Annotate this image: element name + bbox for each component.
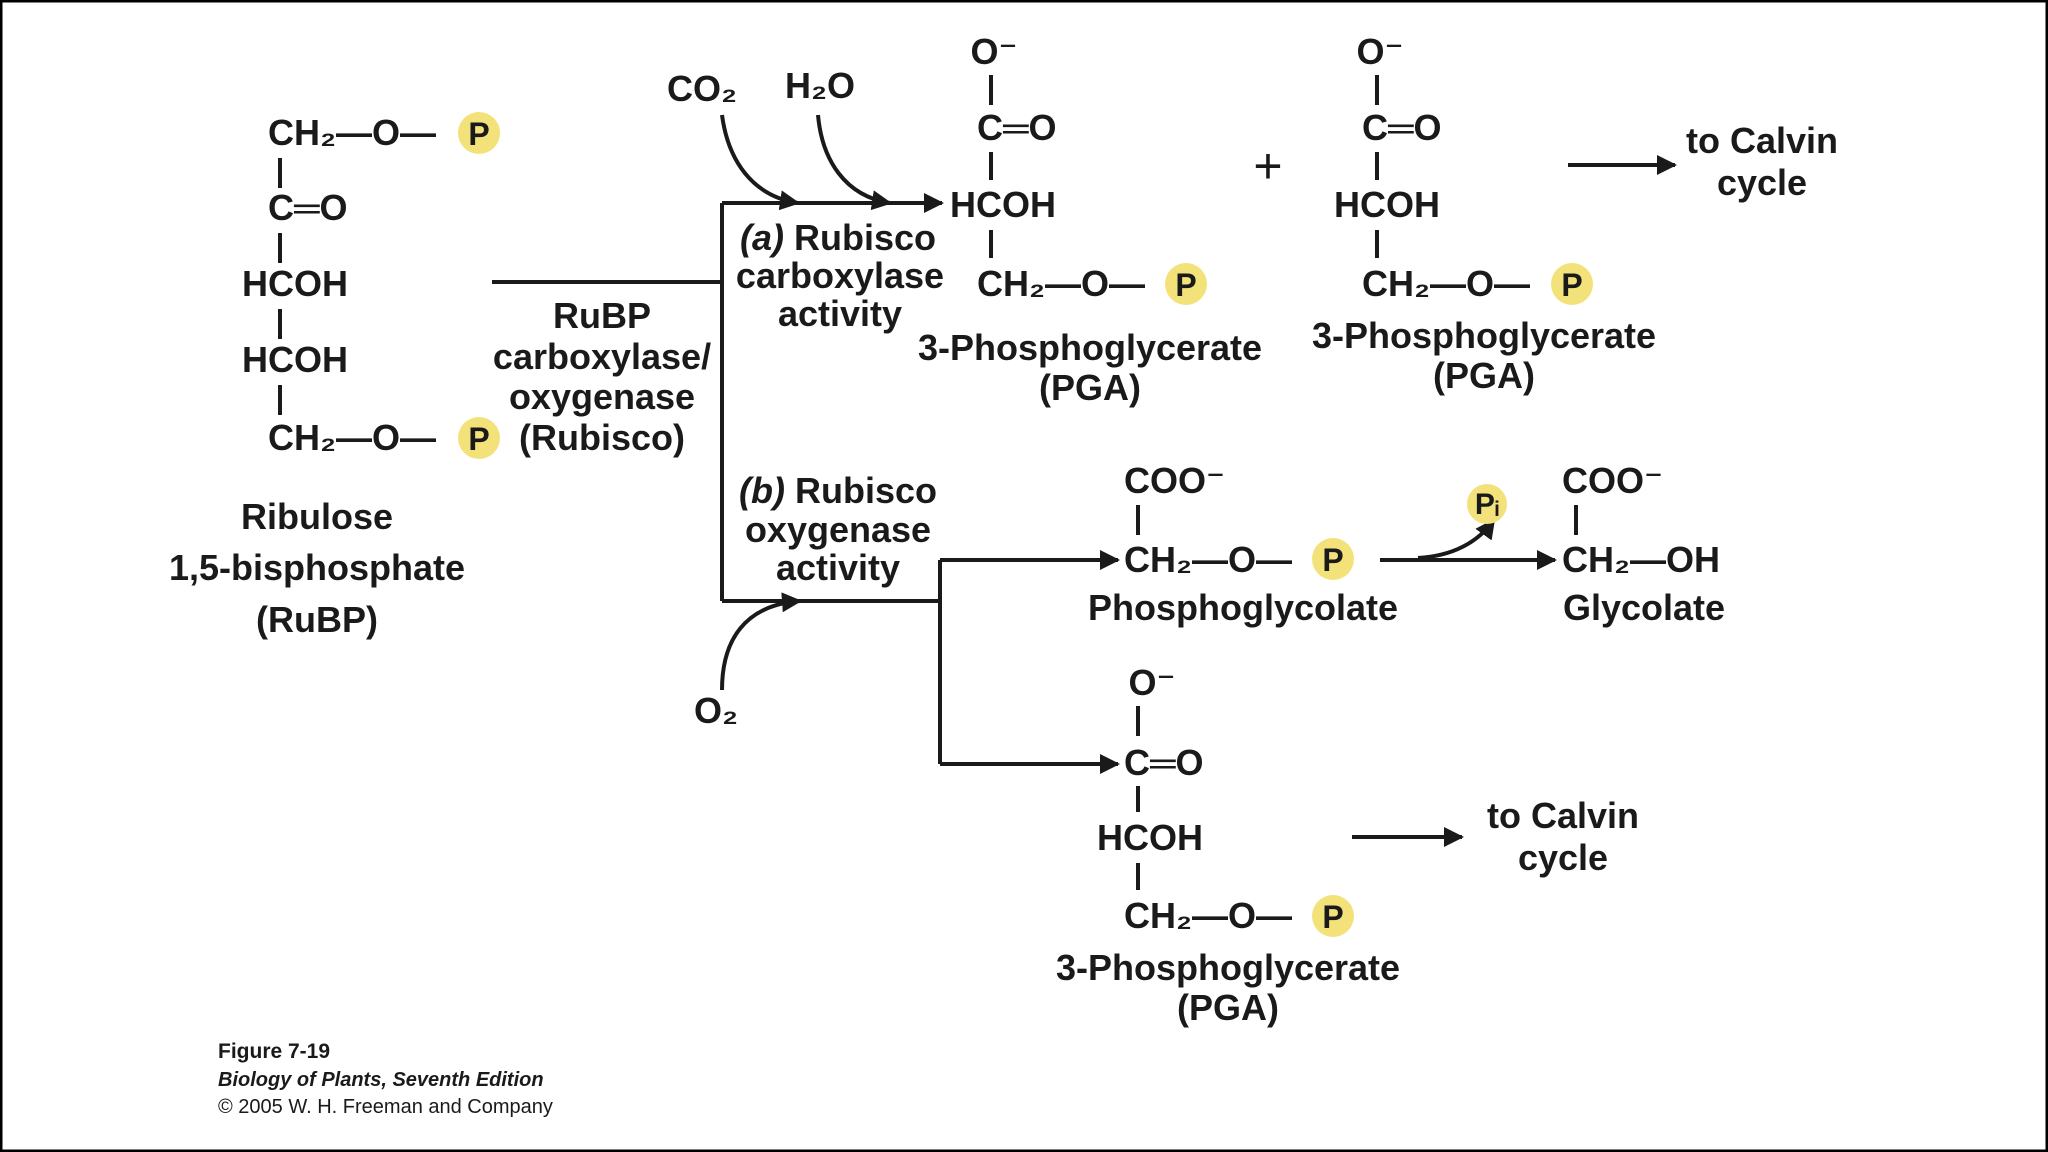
pga-carbonyl: C═O (1362, 107, 1442, 148)
svg-text:P: P (1561, 267, 1582, 303)
pga-ch2o: CH₂—O— (1124, 895, 1292, 936)
to-calvin-1-line-1: to Calvin (1686, 120, 1838, 161)
rubp-line-2: C═O (268, 187, 348, 228)
phosphate-icon: P (1312, 895, 1354, 937)
pga-abbr-1: (PGA) (1039, 367, 1141, 408)
phosphate-icon: P (1312, 538, 1354, 580)
pi-release-arrow (1417, 518, 1496, 560)
path-a-line-2: carboxylase (736, 255, 944, 296)
svg-text:P: P (1322, 542, 1343, 578)
pi-label: Pᵢ (1475, 488, 1499, 521)
pga-name-3: 3-Phosphoglycerate (1056, 947, 1400, 988)
rubp-line-1: CH₂—O— (268, 112, 436, 153)
h2o-arrow (816, 114, 892, 211)
rubp-name-line-3: (RuBP) (256, 599, 378, 640)
phosphoglycolate-name: Phosphoglycolate (1088, 587, 1398, 628)
glycolate-name: Glycolate (1563, 587, 1725, 628)
book-title: Biology of Plants, Seventh Edition (218, 1069, 544, 1091)
pgly-ch2o: CH₂—O— (1124, 539, 1292, 580)
pga-carbonyl: C═O (977, 107, 1057, 148)
glycolate-ch2oh: CH₂—OH (1562, 539, 1720, 580)
phosphate-icon: P (458, 417, 500, 459)
pga-ch2o: CH₂—O— (1362, 263, 1530, 304)
pga-abbr-2: (PGA) (1433, 355, 1535, 396)
rubp-structure: CH₂—O— P C═O HCOH HCOH CH₂—O— P (242, 112, 500, 459)
pga-carbonyl: C═O (1124, 742, 1204, 783)
pga-structure-2: O⁻ C═O HCOH CH₂—O— P (1334, 31, 1593, 305)
svg-text:P: P (468, 421, 489, 457)
copyright-line: © 2005 W. H. Freeman and Company (218, 1096, 553, 1118)
o2-label: O₂ (694, 690, 738, 731)
to-calvin-2-line-2: cycle (1518, 837, 1608, 878)
path-a-line-1: (a) Rubisco (740, 217, 936, 258)
plus-sign: + (1253, 138, 1282, 194)
glycolate-coo: COO⁻ (1562, 460, 1663, 501)
co2-label: CO₂ (667, 68, 737, 109)
pga-hcoh: HCOH (1334, 184, 1440, 225)
pga-name-1: 3-Phosphoglycerate (918, 327, 1262, 368)
to-calvin-2-line-1: to Calvin (1487, 795, 1639, 836)
path-a-line-3: activity (778, 293, 902, 334)
pga-structure-3: O⁻ C═O HCOH CH₂—O— P (1097, 662, 1354, 937)
figure-number: Figure 7-19 (218, 1040, 330, 1063)
path-b-line-1: (b) Rubisco (739, 470, 937, 511)
pga-o-minus: O⁻ (1128, 662, 1175, 703)
glycolate-structure: COO⁻ CH₂—OH (1562, 460, 1720, 580)
enzyme-label-line-4: (Rubisco) (519, 417, 685, 458)
enzyme-label-line-2: carboxylase/ (493, 336, 711, 377)
rubp-name-line-1: Ribulose (241, 496, 393, 537)
pi-icon (1467, 484, 1507, 524)
svg-text:P: P (1322, 899, 1343, 935)
phosphate-icon: P (458, 112, 500, 154)
phosphate-icon: P (1551, 263, 1593, 305)
h2o-label: H₂O (785, 65, 855, 106)
rubp-line-5: CH₂—O— (268, 417, 436, 458)
pga-structure-1: O⁻ C═O HCOH CH₂—O— P (950, 31, 1207, 305)
svg-text:P: P (1175, 267, 1196, 303)
pga-hcoh: HCOH (950, 184, 1056, 225)
co2-arrow (720, 114, 800, 211)
to-calvin-1-line-2: cycle (1717, 162, 1807, 203)
svg-text:P: P (468, 116, 489, 152)
pga-o-minus: O⁻ (1356, 31, 1403, 72)
rubp-name-line-2: 1,5-bisphosphate (169, 547, 465, 588)
rubp-line-4: HCOH (242, 339, 348, 380)
path-b-line-3: activity (776, 547, 900, 588)
pga-name-2: 3-Phosphoglycerate (1312, 315, 1656, 356)
pga-ch2o: CH₂—O— (977, 263, 1145, 304)
enzyme-label-line-1: RuBP (553, 295, 651, 336)
path-b-line-2: oxygenase (745, 509, 931, 550)
o2-arrow (720, 592, 802, 691)
pga-abbr-3: (PGA) (1177, 987, 1279, 1028)
phosphoglycolate-structure: COO⁻ CH₂—O— P (1124, 460, 1354, 580)
rubp-line-3: HCOH (242, 263, 348, 304)
pgly-coo: COO⁻ (1124, 460, 1225, 501)
enzyme-label-line-3: oxygenase (509, 376, 695, 417)
pga-o-minus: O⁻ (970, 31, 1017, 72)
phosphate-icon: P (1165, 263, 1207, 305)
pga-hcoh: HCOH (1097, 817, 1203, 858)
